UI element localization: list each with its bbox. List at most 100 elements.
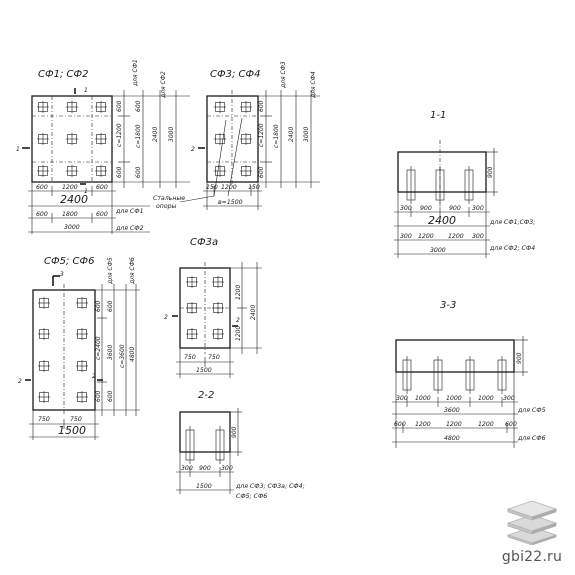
sec33-r2-5: 600 bbox=[505, 421, 517, 428]
stacked-slabs-icon bbox=[506, 500, 558, 546]
vdim-sf1-total-1: 2400 bbox=[152, 127, 159, 142]
vdim-sf3-3: 600 bbox=[258, 166, 265, 178]
sec11-r1-3: 900 bbox=[449, 205, 461, 212]
vdim-sf5-total-c: 4800 bbox=[129, 347, 136, 362]
plan-sf1-sf2: СФ1; СФ2 1 1 1 600 c=1200 6 bbox=[16, 59, 190, 234]
supports-1-1 bbox=[406, 166, 474, 204]
vdim-sf3a-1: 1200 bbox=[235, 285, 242, 300]
hdims-sf3a: 750 750 1500 bbox=[176, 348, 234, 378]
cut-mark-1-bottom: 1 bbox=[84, 188, 88, 195]
vdim-sf1-1: 600 bbox=[116, 100, 123, 112]
sec22-for-1: для СФ3; СФ3а; СФ4; bbox=[235, 483, 305, 490]
vdim-sf3-total-2: 3000 bbox=[303, 127, 310, 142]
sec11-r1-total: 2400 bbox=[428, 214, 456, 227]
sec11-r2-4: 300 bbox=[472, 233, 484, 240]
sec11-r2-1: 300 bbox=[400, 233, 412, 240]
hdim-sf5-2: 750 bbox=[70, 416, 82, 423]
sec33-r2-3: 1200 bbox=[446, 421, 462, 428]
vdim-sf1-for-1: для СФ1 bbox=[132, 59, 139, 87]
sec11-r2-2: 1200 bbox=[418, 233, 434, 240]
vdim-sf5-for-2: для СФ6 bbox=[129, 257, 136, 285]
hdim-sf1-total-1: 2400 bbox=[60, 193, 88, 206]
vdim-sf3a-2: 1200 bbox=[235, 326, 242, 341]
hdim-sf1-for-2: для СФ2 bbox=[115, 225, 144, 232]
plan-sf5-sf6: СФ5; СФ6 3 2 2 600 c=2400 600 600 bbox=[18, 256, 140, 440]
hdims-sf3: 150 1200 150 в=1500 Стальные опоры bbox=[153, 182, 262, 210]
watermark-text: gbi22.ru bbox=[501, 549, 563, 565]
sec11-r2-for: для СФ2; СФ4 bbox=[489, 245, 535, 252]
sec33-r1-3: 1000 bbox=[446, 395, 462, 402]
hdim-sf1-for-1: для СФ1 bbox=[115, 208, 144, 215]
sec11-height: 900 bbox=[487, 166, 494, 178]
sec33-height: 900 bbox=[516, 352, 523, 364]
plan-sf3-sf4: СФ3; СФ4 2 600 c=1200 600 c=1800 2400 bbox=[153, 61, 320, 210]
vdim-sf3-4: c=1800 bbox=[273, 124, 280, 148]
section-1-1: 1-1 900 300 900 900 300 2400 для СФ1;СФ3… bbox=[394, 110, 535, 258]
supports-3-3 bbox=[402, 356, 507, 394]
cut-mark-3: 3 bbox=[60, 271, 64, 278]
hdim-sf1-1: 600 bbox=[36, 184, 48, 191]
hdim-sf3a-2: 750 bbox=[208, 354, 220, 361]
vdim-sf5-total-a: 3600 bbox=[107, 345, 114, 360]
sec33-r1-4: 1000 bbox=[478, 395, 494, 402]
slab-section-3-3 bbox=[395, 339, 515, 373]
hdim-sf1-3: 600 bbox=[96, 184, 108, 191]
title-section-2-2: 2-2 bbox=[198, 390, 214, 401]
sec33-r1-for: для СФ5 bbox=[517, 407, 546, 414]
sec33-dims: 300 1000 1000 1000 300 3600 для СФ5 600 … bbox=[392, 372, 546, 448]
cut-mark-sf5-2b: 2 bbox=[92, 373, 96, 380]
vdim-sf5-1: 600 bbox=[95, 300, 102, 312]
sec33-r2-1: 600 bbox=[394, 421, 406, 428]
vdim-sf3-for-1: для СФ3 bbox=[280, 61, 287, 89]
hdim-sf5-1: 750 bbox=[38, 416, 50, 423]
vdim-sf5-4: 600 bbox=[107, 300, 114, 312]
hdim-sf1-4: 600 bbox=[36, 211, 48, 218]
vdim-sf3-total-1: 2400 bbox=[288, 127, 295, 142]
sec33-r2-for: для СФ6 bbox=[517, 435, 546, 442]
sec11-r1-for: для СФ1;СФ3; bbox=[489, 219, 535, 226]
sec33-r1-2: 1000 bbox=[415, 395, 431, 402]
sec11-r1-1: 300 bbox=[400, 205, 412, 212]
sec22-r-3: 300 bbox=[221, 465, 233, 472]
sec22-r-2: 900 bbox=[199, 465, 211, 472]
sec33-r2-4: 1200 bbox=[478, 421, 494, 428]
vdims-sf1: 600 c=1200 600 600 c=1800 600 2400 3000 … bbox=[112, 59, 190, 188]
vdim-sf1-2: c=1200 bbox=[116, 123, 123, 147]
vdim-sf3-2: c=1200 bbox=[258, 123, 265, 147]
sec22-for-2: СФ5; СФ6 bbox=[236, 493, 267, 500]
sec11-r1-2: 900 bbox=[420, 205, 432, 212]
vdim-sf5-for-1: для СФ5 bbox=[107, 257, 114, 285]
cut-mark-sf5-2a: 2 bbox=[18, 378, 22, 385]
cut-mark-sf3a-left: 2 bbox=[164, 314, 168, 321]
cut-mark-2-left: 2 bbox=[191, 146, 195, 153]
sec11-r2-3: 1200 bbox=[448, 233, 464, 240]
vdims-sf3: 600 c=1200 600 c=1800 2400 3000 для СФ3 … bbox=[258, 61, 320, 188]
vdim-sf1-4: 600 bbox=[135, 100, 142, 112]
sec11-r2-total: 3000 bbox=[430, 247, 446, 254]
hdim-sf1-total-2: 3000 bbox=[64, 224, 80, 231]
vdims-sf3a: 1200 1200 2400 bbox=[230, 262, 262, 354]
vdims-sf5: 600 c=2400 600 600 3600 600 c=3600 4800 … bbox=[95, 257, 140, 416]
title-section-3-3: 3-3 bbox=[440, 300, 456, 311]
slab-section-2-2 bbox=[179, 411, 231, 453]
vdim-sf1-for-2: для СФ2 bbox=[160, 71, 167, 99]
hdim-sf3a-1: 750 bbox=[184, 354, 196, 361]
vdim-sf3a-total: 2400 bbox=[250, 305, 257, 320]
vdim-sf1-3: 600 bbox=[116, 166, 123, 178]
hdim-sf1-6: 600 bbox=[96, 211, 108, 218]
hdim-sf3-3: 150 bbox=[248, 184, 260, 191]
hdim-sf3a-total: 1500 bbox=[196, 367, 212, 374]
vdim-sf1-total-2: 3000 bbox=[168, 127, 175, 142]
vdim-sf1-6: 600 bbox=[135, 166, 142, 178]
vdim-sf5-2: c=2400 bbox=[95, 336, 102, 360]
sec33-r1-1: 300 bbox=[396, 395, 408, 402]
title-sf1-sf2: СФ1; СФ2 bbox=[38, 69, 88, 80]
title-section-1-1: 1-1 bbox=[430, 110, 446, 121]
hdim-sf3-total: в=1500 bbox=[218, 199, 243, 206]
vdim-sf3-1: 600 bbox=[258, 100, 265, 112]
section-3-3: 3-3 900 300 1000 1000 1000 300 3600 bbox=[392, 300, 546, 448]
sec33-r2-total: 4800 bbox=[444, 435, 460, 442]
hdims-sf5: 750 750 1500 bbox=[29, 410, 99, 440]
hdim-sf3-2: 1200 bbox=[221, 184, 237, 191]
sec22-r-1: 300 bbox=[181, 465, 193, 472]
